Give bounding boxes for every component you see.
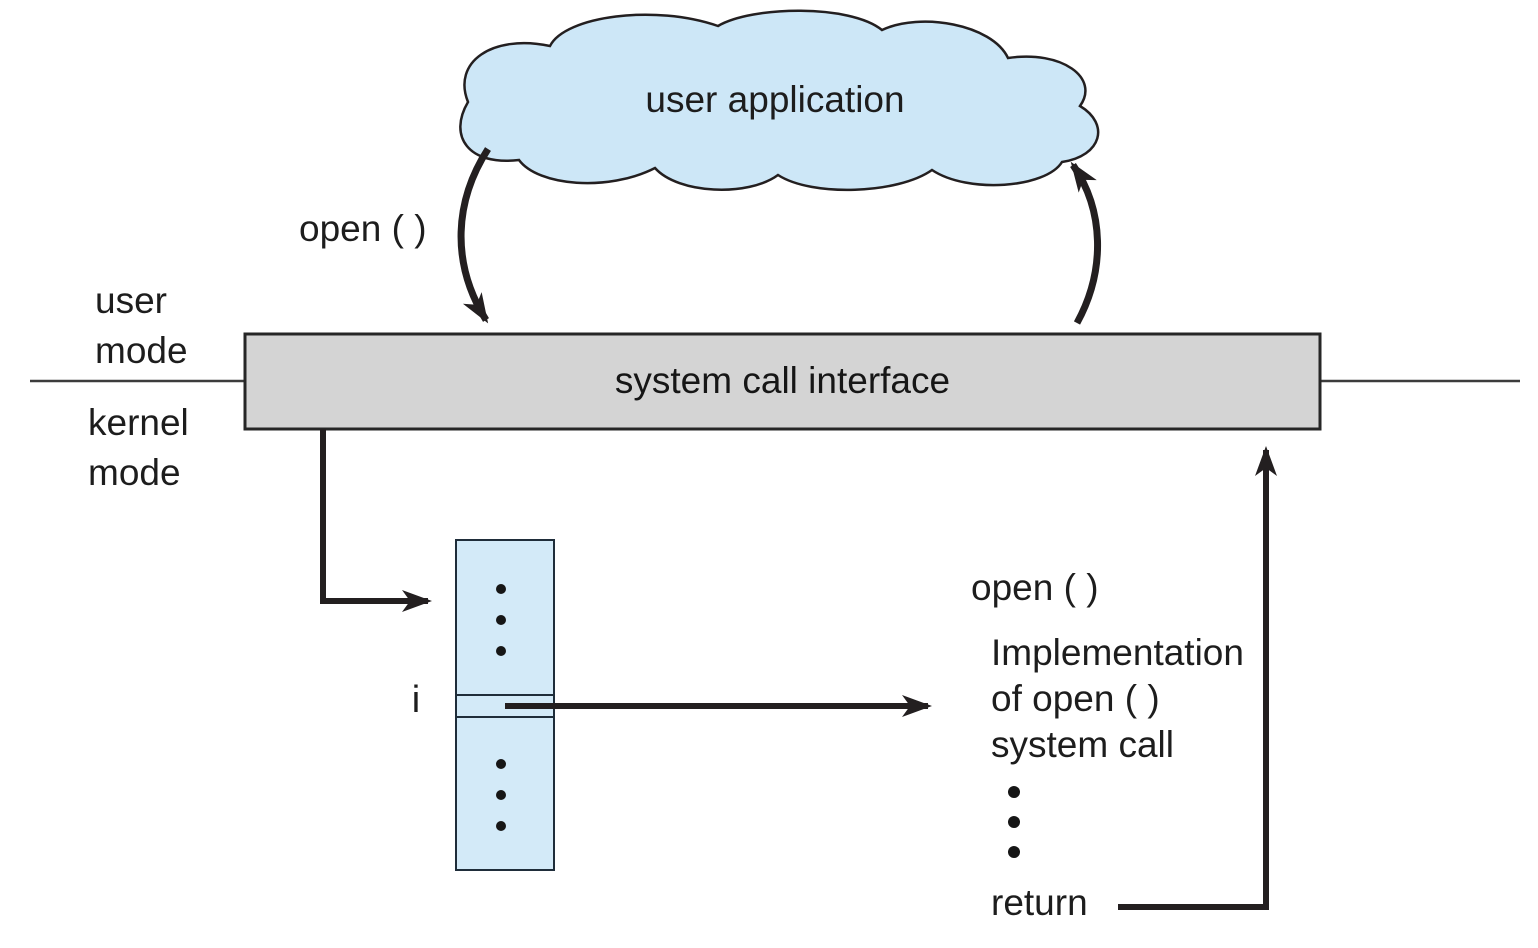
table-dispatch-arrow xyxy=(320,429,432,612)
implementation-description: Implementation of open ( ) system call xyxy=(991,630,1244,768)
implementation-return-arrow xyxy=(1118,446,1277,910)
user-application-label: user application xyxy=(645,79,905,120)
implementation-open-label: open ( ) xyxy=(971,567,1099,608)
implementation-line2: of open ( ) xyxy=(991,678,1160,719)
table-ellipsis-top xyxy=(496,584,506,656)
implementation-ellipsis xyxy=(1008,786,1020,858)
kernel-mode-line2: mode xyxy=(88,452,181,493)
user-mode-label: user mode xyxy=(95,276,188,376)
return-label: return xyxy=(991,882,1088,923)
implementation-line1: Implementation xyxy=(991,632,1244,673)
table-index-label: i xyxy=(411,679,421,721)
kernel-mode-label: kernel mode xyxy=(88,398,189,498)
system-call-interface-box xyxy=(243,332,1322,431)
user-mode-line2: mode xyxy=(95,330,188,371)
implementation-line3: system call xyxy=(991,724,1174,765)
open-call-label: open ( ) xyxy=(299,208,427,249)
open-call-arrow xyxy=(457,147,491,324)
table-ellipsis-bottom xyxy=(496,759,506,831)
return-to-application-arrow xyxy=(1070,161,1101,325)
user-application-cloud xyxy=(459,9,1100,192)
user-mode-line1: user xyxy=(95,280,167,321)
kernel-mode-line1: kernel xyxy=(88,402,189,443)
system-call-interface-label: system call interface xyxy=(614,360,951,402)
